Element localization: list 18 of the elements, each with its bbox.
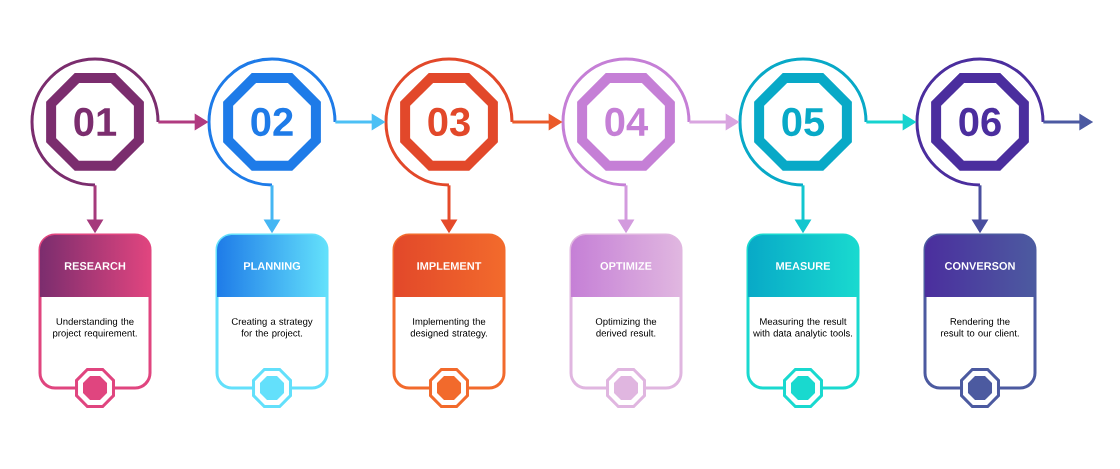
step-description: Understanding the project requirement. (53, 317, 137, 339)
card-header: OPTIMIZE (600, 262, 652, 270)
step-badge: 04 (561, 57, 691, 187)
step-description: Measuring the result with data analytic tools. (753, 317, 852, 339)
card-header: IMPLEMENT (417, 262, 482, 270)
step-badge: 03 (384, 57, 514, 187)
step-badge: 06 (915, 57, 1045, 187)
step-description: Rendering the result to our client. (941, 317, 1019, 337)
card-header: PLANNING (244, 262, 301, 270)
step-description: Optimizing the derived result. (595, 317, 657, 337)
step-description: Implementing the designed strategy. (410, 317, 487, 339)
card-header: MEASURE (776, 262, 831, 270)
step-badge: 02 (207, 57, 337, 187)
card-header: RESEARCH (64, 262, 126, 270)
step-badge: 01 (30, 57, 160, 187)
step-description: Creating a strategy for the project. (231, 317, 313, 339)
card-header: CONVERSON (945, 262, 1015, 270)
step-badge: 05 (738, 57, 868, 187)
